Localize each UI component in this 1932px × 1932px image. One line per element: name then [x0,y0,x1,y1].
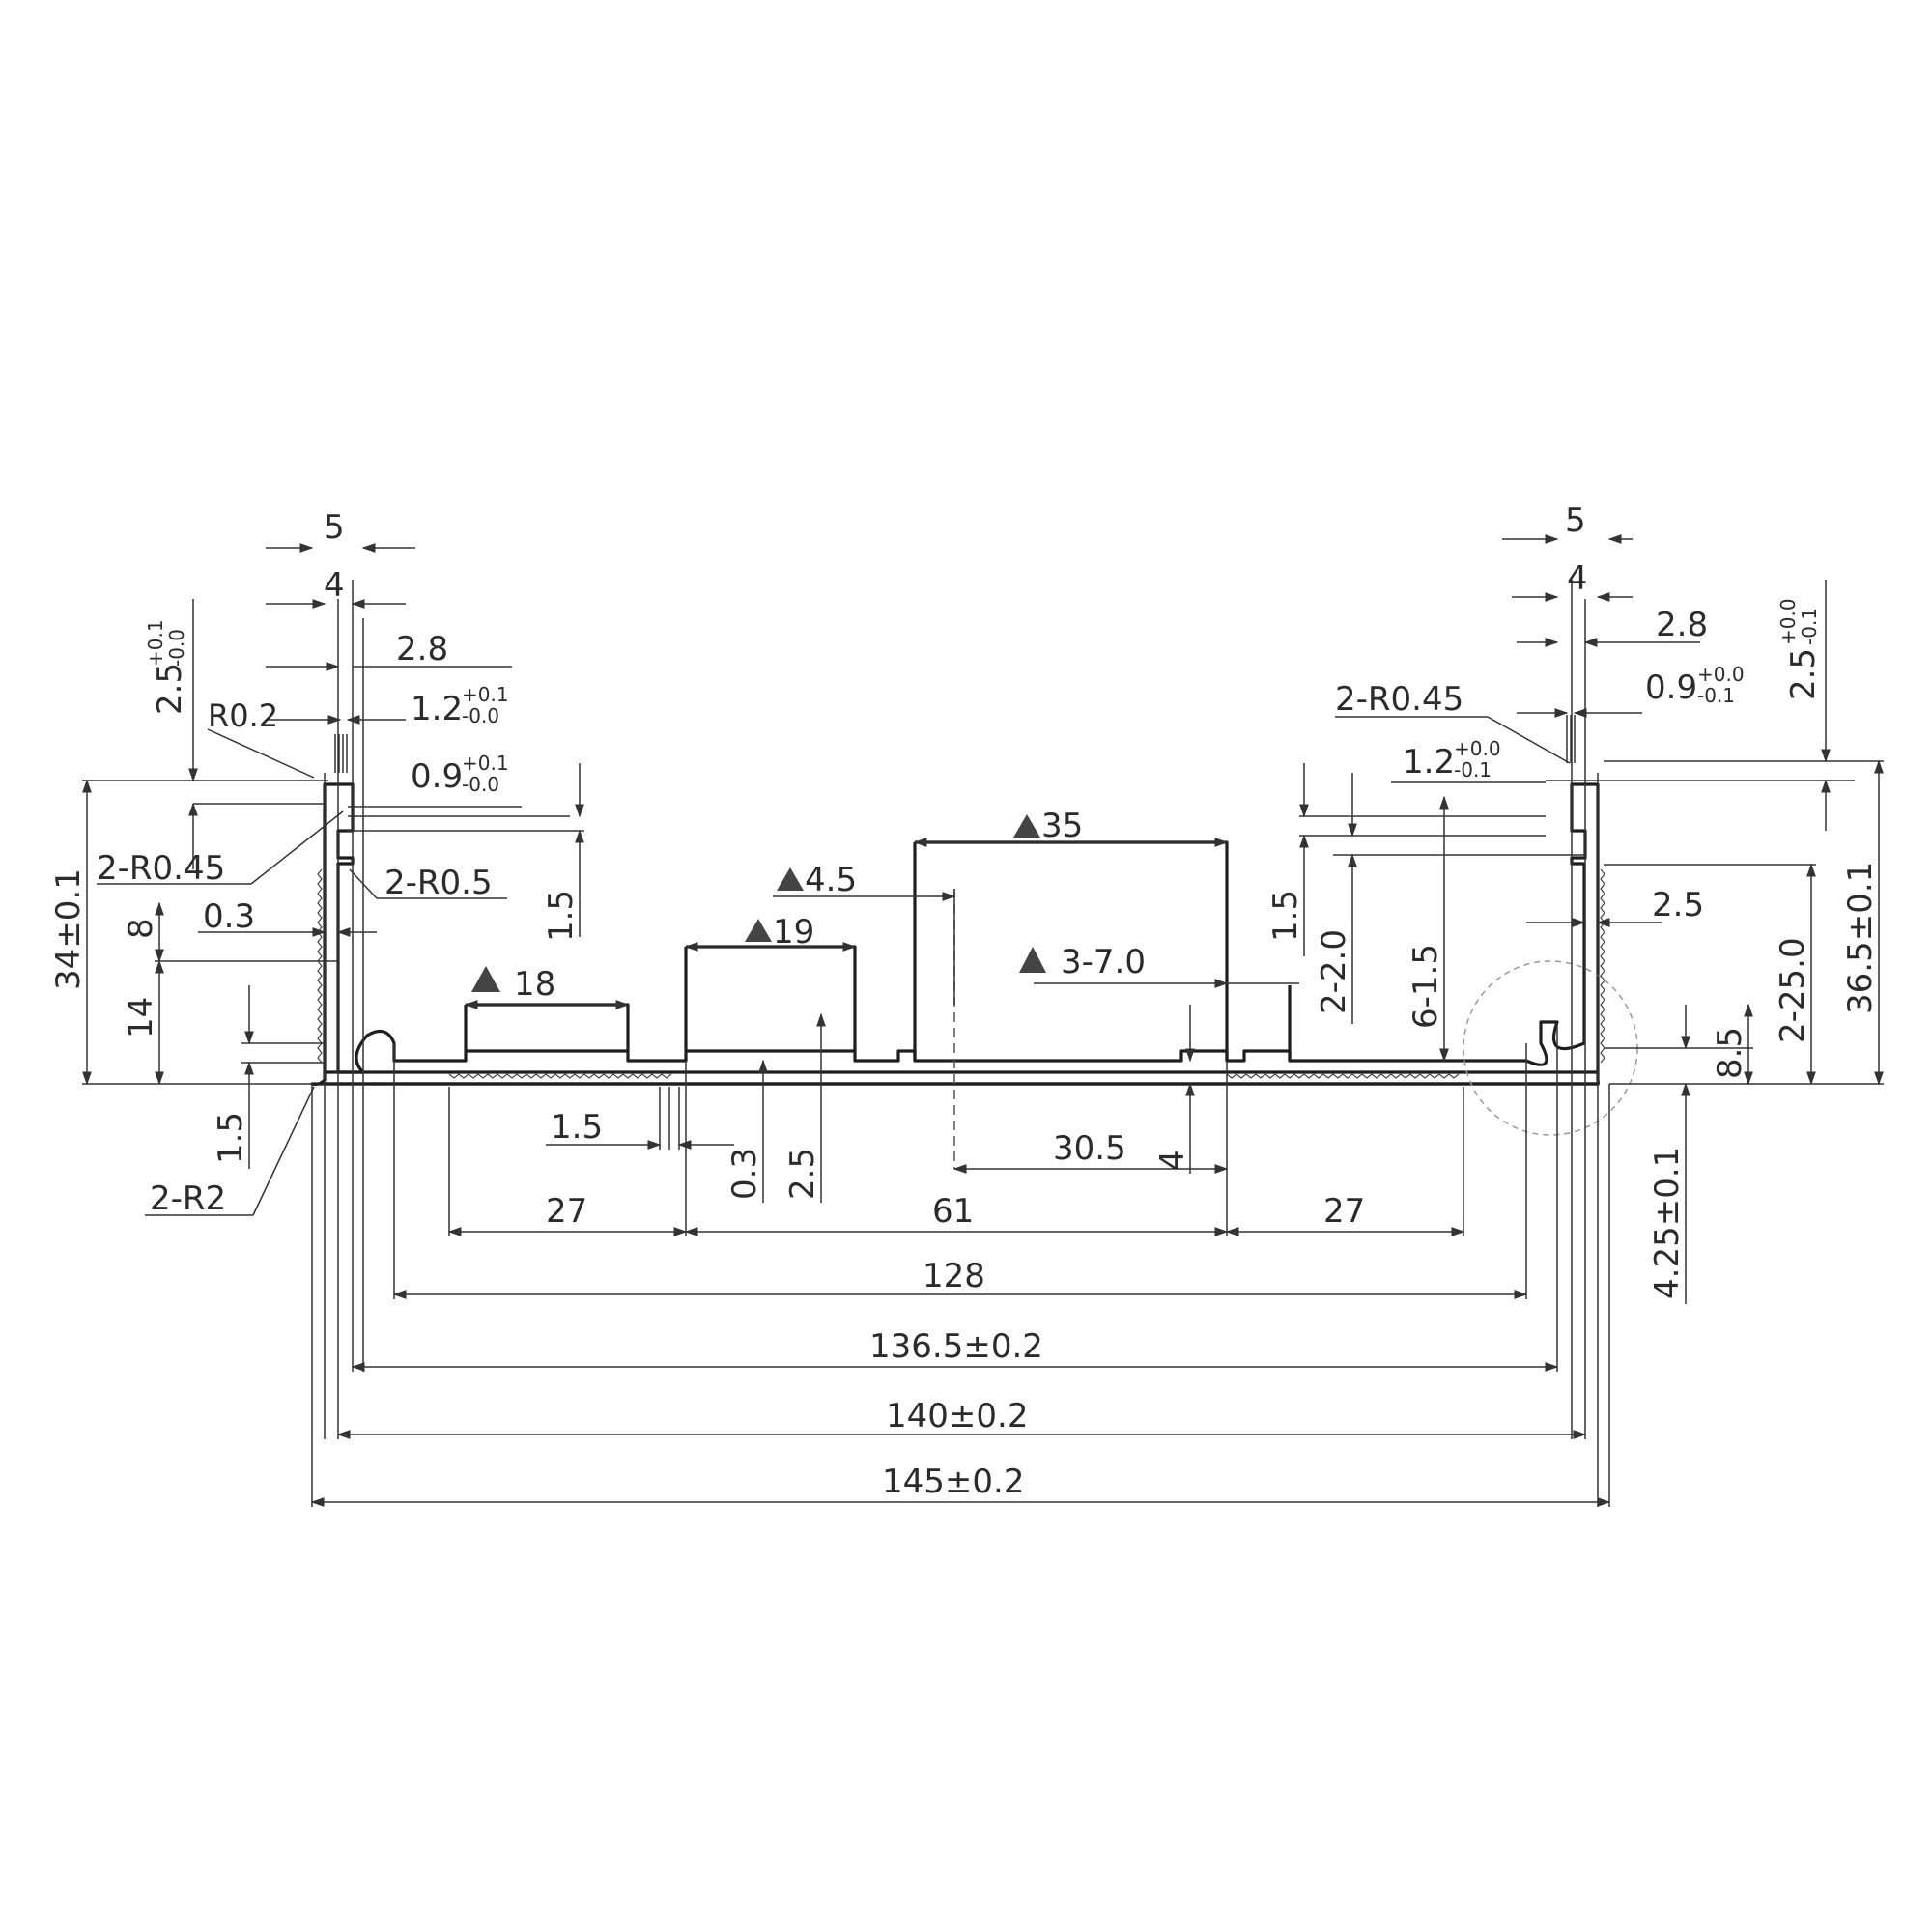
label-bottom-27-left: 27 [546,1192,587,1231]
label-right-1-5: 1.5 [1266,890,1305,942]
triangle-icon [745,919,772,942]
extension-lines [82,580,1884,1507]
label-overall-145: 145±0.2 [882,1463,1024,1501]
label-top-right-4: 4 [1567,559,1588,598]
knurled-surface-right [1226,1073,1460,1079]
label-top-right-1-2: 1.2 [1403,743,1455,781]
label-top-left-2-5-tol-up: +0.1 [144,619,167,667]
label-slot-35: 35 [1041,807,1083,845]
label-top-left-1-2-tol-low: -0.0 [462,704,499,727]
label-bottom-27-right: 27 [1323,1192,1365,1231]
dimension-lines [82,534,1884,1507]
label-top-right-0-9-tol-low: -0.1 [1697,684,1735,707]
label-right-6-1-5: 6-1.5 [1406,944,1445,1029]
label-left-1-5: 1.5 [212,1112,250,1164]
label-slot-4-5: 4.5 [805,861,857,899]
label-left-34: 34±0.1 [49,868,88,990]
label-r0-2: R0.2 [208,697,278,734]
lip-hatch-right [1566,715,1576,763]
label-slot-19: 19 [773,913,814,952]
label-left-1-5-vertical: 1.5 [542,890,581,942]
label-top-right-2-5-tol-low: -0.1 [1798,608,1821,645]
label-left-2-r2: 2-R2 [150,1179,226,1218]
label-top-left-2-5-tol-low: -0.0 [165,629,188,667]
label-top-left-0-9-tol-low: -0.0 [462,773,499,796]
label-top-right-2-5: 2.5 [1784,648,1823,700]
label-bottom-61: 61 [932,1192,974,1231]
knurled-wall-right [1600,868,1605,1064]
label-overall-140: 140±0.2 [886,1397,1028,1435]
label-left-14: 14 [122,997,160,1038]
label-right-4-25: 4.25±0.1 [1648,1147,1687,1299]
knurled-surface [448,1073,672,1079]
label-slot-3-7-0: 3-7.0 [1061,943,1146,981]
label-slot-18: 18 [514,965,555,1004]
label-left-8: 8 [122,918,160,939]
knurled-wall-left [317,868,323,1064]
label-right-2-2-0: 2-2.0 [1315,929,1353,1014]
label-top-right-5: 5 [1565,501,1586,540]
label-right-8-5: 8.5 [1711,1027,1749,1079]
dimension-labels: 5 4 2.8 1.2 +0.1 -0.0 0.9 +0.1 -0.0 R0.2… [49,501,1880,1501]
label-left-2-r0-45: 2-R0.45 [97,849,225,888]
label-right-2-5: 2.5 [1652,886,1704,924]
label-top-right-0-9-tol-up: +0.0 [1697,663,1745,686]
label-overall-136-5: 136.5±0.2 [869,1327,1043,1366]
label-top-right-2-5-tol-up: +0.0 [1776,598,1800,645]
label-top-right-0-9: 0.9 [1645,668,1697,707]
label-top-right-2-8: 2.8 [1656,606,1708,644]
label-bottom-4: 4 [1153,1150,1192,1171]
triangle-icon [1019,947,1046,973]
label-top-left-0-9: 0.9 [411,757,463,796]
label-bottom-30-5: 30.5 [1053,1129,1126,1168]
label-top-left-2-5: 2.5 [151,663,189,715]
triangle-icon [777,867,804,891]
label-top-left-0-9-tol-up: +0.1 [462,752,509,775]
label-top-left-1-2-tol-up: +0.1 [462,683,509,706]
label-bottom-2-5: 2.5 [783,1148,822,1200]
label-top-right-1-2-tol-up: +0.0 [1454,737,1501,760]
label-top-right-1-2-tol-low: -0.1 [1454,758,1492,781]
triangle-icon [1013,814,1040,838]
label-overall-128: 128 [923,1257,985,1295]
label-bottom-0-3: 0.3 [725,1148,764,1200]
label-right-2-r0-45: 2-R0.45 [1335,680,1463,719]
triangle-icon [471,966,500,992]
label-top-left-2-8: 2.8 [396,630,448,668]
label-left-0-3: 0.3 [203,897,255,936]
lip-hatch-left [334,734,348,773]
label-bottom-1-5: 1.5 [551,1108,603,1147]
label-top-left-1-2: 1.2 [411,690,463,728]
label-right-36-5: 36.5±0.1 [1841,862,1880,1014]
label-top-left-5: 5 [324,508,345,547]
label-right-2-25-0: 2-25.0 [1774,937,1812,1043]
label-left-2-r0-5: 2-R0.5 [384,864,493,902]
surface-symbols [471,814,1046,992]
label-top-left-4: 4 [324,566,345,605]
